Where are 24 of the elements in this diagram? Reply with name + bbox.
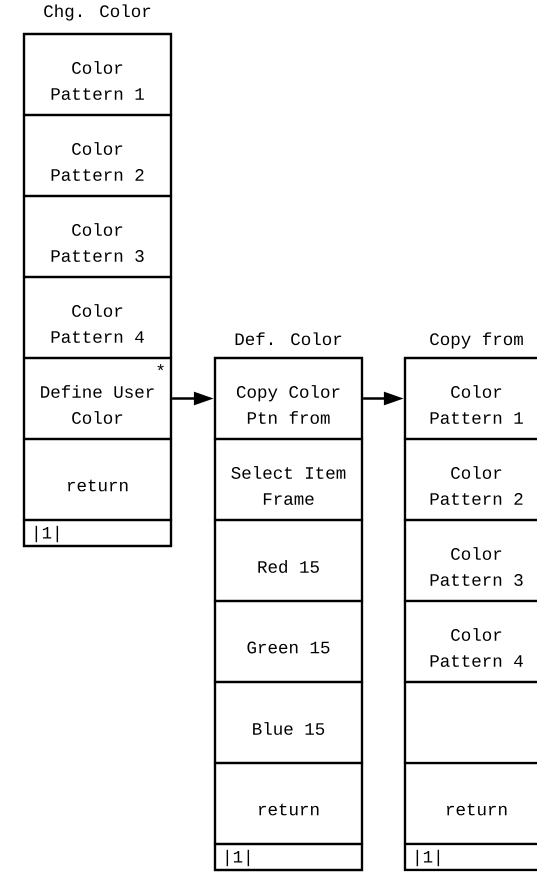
menu-item: Color Pattern 2 <box>404 438 537 522</box>
page-indicator: |1| <box>214 842 364 872</box>
menu-item: Color Pattern 4 <box>404 600 537 684</box>
menu-title: Chg. Color <box>44 4 150 21</box>
menu-item: Color Pattern 3 <box>22 194 172 278</box>
menu-title: Def. Color <box>236 332 342 346</box>
menu-item: Color Pattern 1 <box>404 356 537 440</box>
page-indicator: |1| <box>22 518 172 548</box>
menu-item: Red 15 <box>214 518 364 602</box>
menu-item: return <box>214 762 364 846</box>
menu-item: return <box>22 438 172 522</box>
asterisk-mark: * <box>158 364 164 370</box>
page-indicator: |1| <box>404 842 537 872</box>
menu-item: Select Item Frame <box>214 438 364 522</box>
blank-menu-item <box>404 680 537 764</box>
menu-title: Copy from <box>430 332 523 349</box>
menu-item: Color Pattern 1 <box>22 32 172 116</box>
menu-item: Color Pattern 2 <box>22 114 172 198</box>
menu-item: Copy Color Ptn from <box>214 356 364 440</box>
menu-item: return <box>404 762 537 846</box>
menu-item: Blue 15 <box>214 680 364 764</box>
menu-item: Color Pattern 3 <box>404 518 537 602</box>
menu-item: Color Pattern 4 <box>22 276 172 360</box>
menu-item: Green 15 <box>214 600 364 684</box>
